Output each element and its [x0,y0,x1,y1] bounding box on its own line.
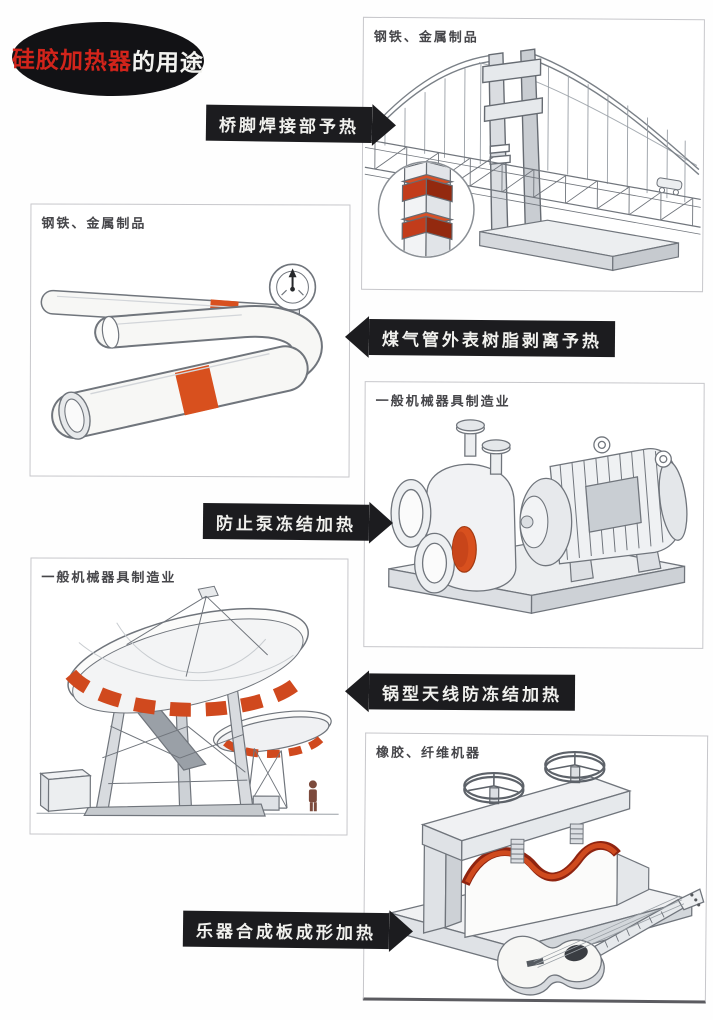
acoustic-guitar [497,888,705,996]
category-label-antenna: 一般机械器具制造业 [41,569,177,585]
callout-label: 乐器合成板成形加热 [182,910,390,950]
panel-guitar: 橡胶、纤维机器 [362,732,709,1004]
callout-pipe-resin-strip: 煤气管外表树脂剥离予热 [345,316,616,360]
handwheels [463,750,606,805]
pump-body [390,419,517,594]
category-label-guitar: 橡胶、纤维机器 [375,744,482,761]
heater-inset-magnifier [377,156,494,258]
callout-label: 煤气管外表树脂剥离予热 [368,319,616,358]
arrow-left-icon [345,670,369,712]
arrow-right-icon [389,910,414,952]
pump-motor-illustration [388,419,688,615]
pressure-gauge [268,263,317,320]
car-on-deck [656,177,683,196]
category-label-pipes: 钢铁、金属制品 [41,215,147,231]
badge-suffix: 的用途 [131,48,205,77]
main-dish [65,585,309,717]
callout-instrument-forming: 乐器合成板成形加热 [182,908,414,953]
badge-product-name: 硅胶加热器 [11,45,133,75]
callout-bridge-preheat: 桥脚焊接部予热 [205,102,397,147]
callout-pump-antifreeze: 防止泵冻结加热 [202,500,393,544]
press-top-beam [420,776,632,862]
callout-label: 桥脚焊接部予热 [205,104,373,143]
dish-antenna-illustration [36,585,339,817]
category-label-pump: 一般机械器具制造业 [375,393,511,409]
callout-label: 防止泵冻结加热 [202,503,370,541]
callout-label: 锅型天线防冻结加热 [368,673,576,711]
suspension-bridge-illustration [364,48,701,272]
support-truss [83,676,266,817]
guitar-press-illustration [387,750,705,996]
person-figure [308,780,317,812]
gas-pipes-illustration [40,263,323,440]
callout-antenna-antifreeze: 锅型天线防冻结加热 [345,670,576,714]
arrow-right-icon [369,502,393,544]
panel-pump: 一般机械器具制造业 [363,381,705,649]
panel-bridge: 钢铁、金属制品 [361,16,705,293]
equipment-box [39,769,92,813]
electric-motor [549,436,688,565]
press-screws [510,823,584,864]
mold-with-heater-sheet [461,841,650,939]
arrow-right-icon [372,104,397,146]
category-label-bridge: 钢铁、金属制品 [373,28,479,45]
panel-antenna: 一般机械器具制造业 [29,557,349,836]
panel-pipes: 钢铁、金属制品 [29,203,351,478]
arrow-left-icon [345,316,369,358]
title-badge: 硅胶加热器的用途 [11,19,205,99]
